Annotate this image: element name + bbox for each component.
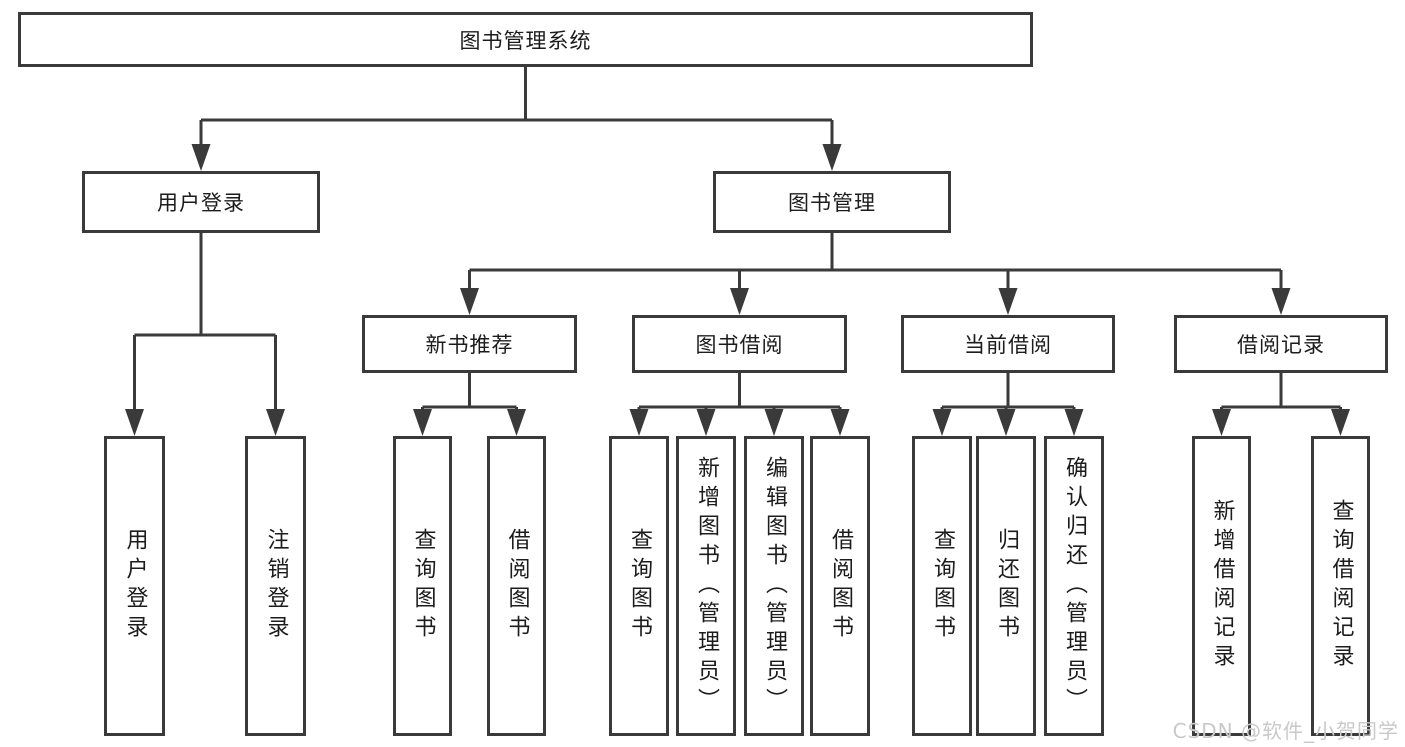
node-borrowing-records: 借阅记录 [1174,315,1388,373]
node-current-borrowing-label: 当前借阅 [964,333,1052,357]
node-root-system: 图书管理系统 [18,12,1033,67]
csdn-watermark: CSDN @软件_小贺同学 [1172,719,1399,743]
leaf-nbr-query-books: 查询图书 [393,436,452,736]
leaf-cb-return-books-label: 归还图书 [994,528,1019,644]
leaf-nbr-borrow-books: 借阅图书 [487,436,546,736]
node-current-borrowing: 当前借阅 [901,315,1115,373]
leaf-bb-edit-books-admin: 编辑图书（管理员） [744,436,804,736]
leaf-cb-confirm-return-admin-label: 确认归还（管理员） [1062,455,1087,717]
leaf-br-query-record: 查询借阅记录 [1311,436,1370,736]
node-root-label: 图书管理系统 [459,28,592,53]
node-book-borrowing: 图书借阅 [632,315,847,373]
leaf-bb-add-books-admin: 新增图书（管理员） [676,436,736,736]
leaf-bb-edit-books-admin-label: 编辑图书（管理员） [762,455,787,717]
node-book-management-label: 图书管理 [788,191,876,215]
leaf-br-add-record-label: 新增借阅记录 [1209,499,1235,673]
node-book-borrowing-label: 图书借阅 [695,333,784,357]
leaf-bb-add-books-admin-label: 新增图书（管理员） [694,455,719,717]
leaf-bb-query-books: 查询图书 [609,436,669,736]
leaf-user-login: 用户登录 [104,436,165,736]
node-new-book-recommend: 新书推荐 [362,315,577,373]
leaf-nbr-borrow-books-label: 借阅图书 [504,528,530,644]
leaf-bb-borrow-books-label: 借阅图书 [828,528,853,644]
leaf-br-query-record-label: 查询借阅记录 [1328,499,1354,673]
leaf-bb-query-books-label: 查询图书 [627,528,652,644]
node-book-management: 图书管理 [713,171,951,233]
leaf-logout-label: 注销登录 [263,528,289,644]
leaf-user-login-label: 用户登录 [122,528,148,644]
node-user-login: 用户登录 [82,171,320,233]
leaf-logout: 注销登录 [245,436,306,736]
leaf-bb-borrow-books: 借阅图书 [810,436,870,736]
node-new-book-recommend-label: 新书推荐 [425,333,514,357]
leaf-cb-query-books-label: 查询图书 [930,528,955,644]
leaf-cb-confirm-return-admin: 确认归还（管理员） [1044,436,1104,736]
leaf-cb-return-books: 归还图书 [976,436,1036,736]
leaf-nbr-query-books-label: 查询图书 [410,528,436,644]
leaf-br-add-record: 新增借阅记录 [1192,436,1251,736]
node-user-login-label: 用户登录 [157,191,245,215]
node-borrowing-records-label: 借阅记录 [1237,333,1325,357]
leaf-cb-query-books: 查询图书 [912,436,972,736]
